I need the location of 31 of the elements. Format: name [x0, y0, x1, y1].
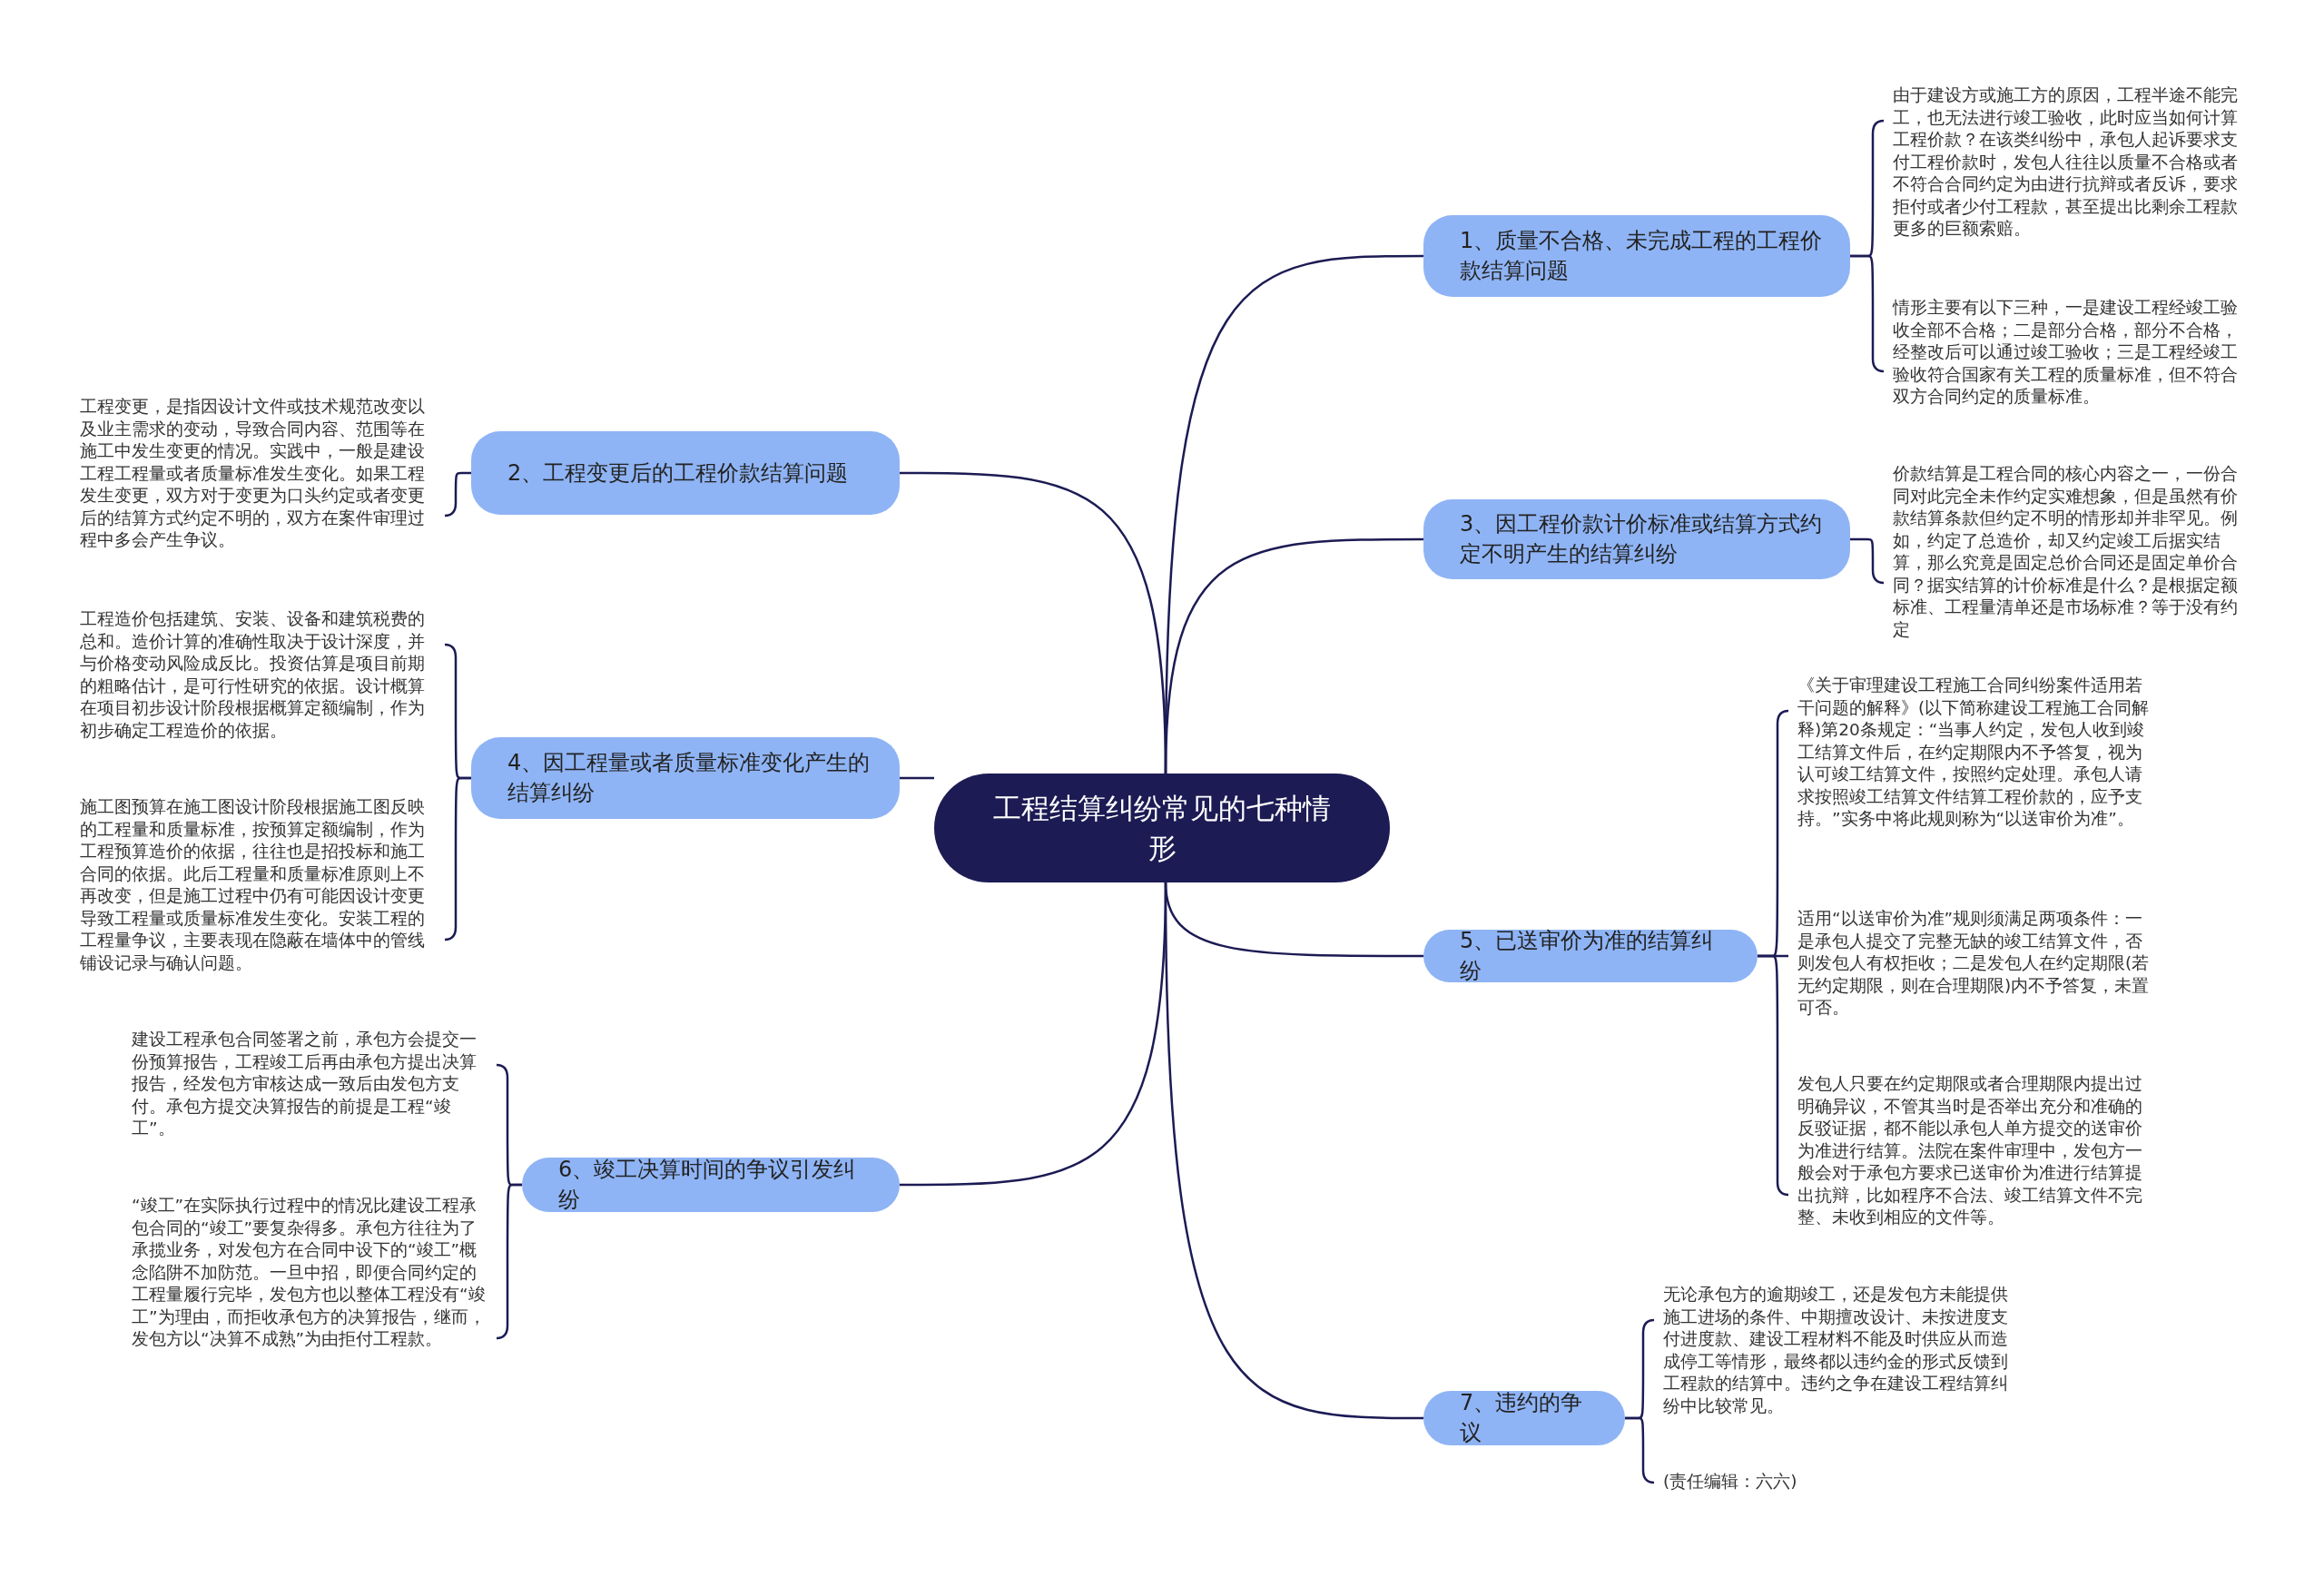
topic-box: 5、已送审价为准的结算纠纷	[1423, 930, 1758, 982]
connector-line	[444, 776, 471, 941]
note-text: 发包人只要在约定期限或者合理期限内提出过明确异议，不管其当时是否举出充分和准确的反驳证据，都不能以承包人单方提交的送审价为准进行结算。法院在案件审理中，发包方一般会对于承包方要求已送审价为准进行结算提出抗辩，比如程序不合法、竣工结算文件不完整、未收到相应的文件等。	[1797, 1073, 2152, 1229]
connector-line	[900, 776, 934, 780]
topic-box: 2、工程变更后的工程价款结算问题	[471, 431, 900, 515]
connector-line	[1850, 254, 1885, 373]
note-text: 工程变更，是指因设计文件或技术规范改变以及业主需求的变动，导致合同内容、范围等在施工中发生变更的情况。实践中，一般是建设工程工程量或者质量标准发生变化。如果工程发生变更，双方对于变更为口头约定或者变更后的结算方式约定不明的，双方在案件审理过程中多会产生争议。	[80, 396, 436, 552]
note-text: 价款结算是工程合同的核心内容之一，一份合同对此完全未作约定实难想象，但是虽然有价款结算条款但约定不明的情形却并非罕见。例如，约定了总造价，却又约定竣工后据实结算，那么究竟是固定总价合同还是固定单价合同？据实结算的计价标准是什么？是根据定额标准、工程量清单还是市场标准？等于没有约定	[1893, 463, 2247, 641]
note-text: 建设工程承包合同签署之前，承包方会提交一份预算报告，工程竣工后再由承包方提出决算报告，经发包方审核达成一致后由发包方支付。承包方提交决算报告的前提是工程“竣工”。	[132, 1029, 487, 1140]
connector-line	[1164, 537, 1423, 774]
connector-line	[1164, 882, 1423, 1420]
connector-line	[496, 1183, 522, 1340]
note-text: 适用“以送审价为准”规则须满足两项条件：一是承包人提交了完整无缺的竣工结算文件，否则发包人有权拒收；二是发包人在约定期限(若无约定期限，则在合理期限)内不予答复，未置可否。	[1797, 908, 2152, 1020]
connector-line	[444, 471, 471, 517]
topic-box: 4、因工程量或者质量标准变化产生的结算纠纷	[471, 737, 900, 819]
note-text: 工程造价包括建筑、安装、设备和建筑税费的总和。造价计算的准确性取决于设计深度，并与价格变动风险成反比。投资估算是项目前期的粗略估计，是可行性研究的依据。设计概算在项目初步设计阶段根据概算定额编制，作为初步确定工程造价的依据。	[80, 608, 436, 742]
topic-box: 6、竣工决算时间的争议引发纠纷	[522, 1158, 900, 1212]
topic-box: 7、违约的争议	[1423, 1391, 1625, 1445]
note-text: 《关于审理建设工程施工合同纠纷案件适用若干问题的解释》(以下简称建设工程施工合同解释)第20条规定：“当事人约定，发包人收到竣工结算文件后，在约定期限内不予答复，视为认可竣工结算文件，按照约定处理。承包人请求按照竣工结算文件结算工程价款的，应予支持。”实务中将此规则称为“以送审价为准”。	[1797, 675, 2152, 831]
note-text: “竣工”在实际执行过程中的情况比建设工程承包合同的“竣工”要复杂得多。承包方往往为了承揽业务，对发包方在合同中设下的“竣工”概念陷阱不加防范。一旦中招，即便合同约定的工程量履行完毕，发包方也以整体工程没有“竣工”为理由，而拒收承包方的决算报告，继而，发包方以“决算不成熟”为由拒付工程款。	[132, 1195, 487, 1351]
topic-box: 3、因工程价款计价标准或结算方式约定不明产生的结算纠纷	[1423, 499, 1850, 579]
central-topic-box: 工程结算纠纷常见的七种情形	[934, 774, 1390, 882]
connector-line	[1625, 1416, 1655, 1484]
note-text: 情形主要有以下三种，一是建设工程经竣工验收全部不合格；二是部分合格，部分不合格，经整改后可以通过竣工验收；三是工程经竣工验收符合国家有关工程的质量标准，但不符合双方合同约定的质量标准。	[1893, 297, 2247, 409]
note-text: (责任编辑：六六)	[1663, 1471, 2017, 1493]
note-text: 由于建设方或施工方的原因，工程半途不能完工，也无法进行竣工验收，此时应当如何计算工程价款？在该类纠纷中，承包人起诉要求支付工程价款时，发包人往往以质量不合格或者不符合合同约定为由进行抗辩或者反诉，要求拒付或者少付工程款，甚至提出比剩余工程款更多的巨额索赔。	[1893, 84, 2247, 241]
topic-box: 1、质量不合格、未完成工程的工程价款结算问题	[1423, 215, 1850, 297]
note-text: 施工图预算在施工图设计阶段根据施工图反映的工程量和质量标准，按预算定额编制，作为工程预算造价的依据，往往也是招投标和施工合同的依据。此后工程量和质量标准原则上不再改变，但是施工过程中仍有可能因设计变更导致工程量或质量标准发生变化。安装工程的工程量争议，主要表现在隐蔽在墙体中的管线铺设记录与确认问题。	[80, 796, 436, 974]
connector-line	[1758, 954, 1789, 1197]
note-text: 无论承包方的逾期竣工，还是发包方未能提供施工进场的条件、中期擅改设计、未按进度支付进度款、建设工程材料不能及时供应从而造成停工等情形，最终都以违约金的形式反馈到工程款的结算中。违约之争在建设工程结算纠纷中比较常见。	[1663, 1284, 2017, 1417]
connector-line	[1850, 537, 1885, 585]
